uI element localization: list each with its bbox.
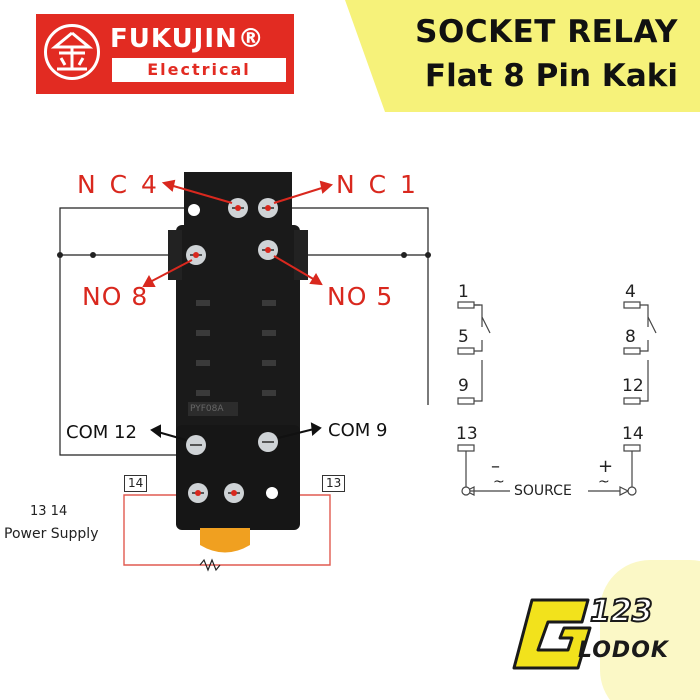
power-supply-label: Power Supply [4,526,99,542]
source-tilde-left: ~ [493,474,505,490]
source-minus: – [491,456,500,477]
label-no5: NO 5 [327,282,394,311]
terminal-label-14: 14 [124,475,148,492]
junction-right [425,252,431,258]
watermark-text: LODOK [578,638,669,663]
label-com9: COM 9 [328,420,388,441]
source-label: SOURCE [514,483,572,499]
junction-no8 [90,252,96,258]
terminal-com9 [258,432,278,452]
source-terminal-left [461,486,471,496]
schem-pin-14: 14 [622,424,644,444]
terminal-label-13: 13 [322,475,346,492]
resistor-symbol [199,558,221,572]
brand-logo: FUKUJIN® Electrical [36,14,294,94]
watermark-numbers: 123 [589,593,654,630]
mount-hole-top [188,204,200,216]
power-pins: 13 14 [30,504,68,519]
junction-left [57,252,63,258]
label-no8: NO 8 [82,282,149,311]
schem-pin-8: 8 [625,327,636,347]
fukujin-gold-kanji-icon [44,24,100,80]
product-title: SOCKET RELAY [415,14,678,50]
model-number: PYF08A [190,404,224,414]
wire-nc4 [59,207,230,255]
product-subtitle: Flat 8 Pin Kaki [424,58,678,94]
schem-pin-5: 5 [458,327,469,347]
schem-pin-1: 1 [458,282,469,302]
terminal-markers [193,205,271,496]
g-letter-icon [512,598,592,670]
model-plate [188,402,238,416]
label-com12: COM 12 [66,422,137,443]
schem-pin-9: 9 [458,376,469,396]
com-arrows [150,422,322,441]
label-nc4: N C 4 [77,170,160,199]
source-tilde-right: ~ [598,474,610,490]
kanji-glyph [50,31,94,71]
label-nc1: N C 1 [336,170,419,199]
source-plus: + [598,456,614,477]
brand-name: FUKUJIN® [110,24,265,54]
wire-left-loop [59,255,190,456]
terminal-com12 [186,435,206,455]
wire-nc1 [268,207,429,255]
yellow-corner [600,560,700,700]
source-terminal-right [627,486,637,496]
wire-power-loop [123,494,331,566]
pin-slots [196,300,276,396]
schem-pin-4: 4 [625,282,636,302]
schem-pin-13: 13 [456,424,478,444]
socket-right-ear [294,230,308,280]
schem-pin-12: 12 [622,376,644,396]
callout-arrows [142,179,334,287]
mount-hole-bottom [266,487,278,499]
brand-subtitle: Electrical [112,58,286,82]
retaining-clip [200,528,250,553]
junction-no5 [401,252,407,258]
yellow-banner [345,0,700,112]
